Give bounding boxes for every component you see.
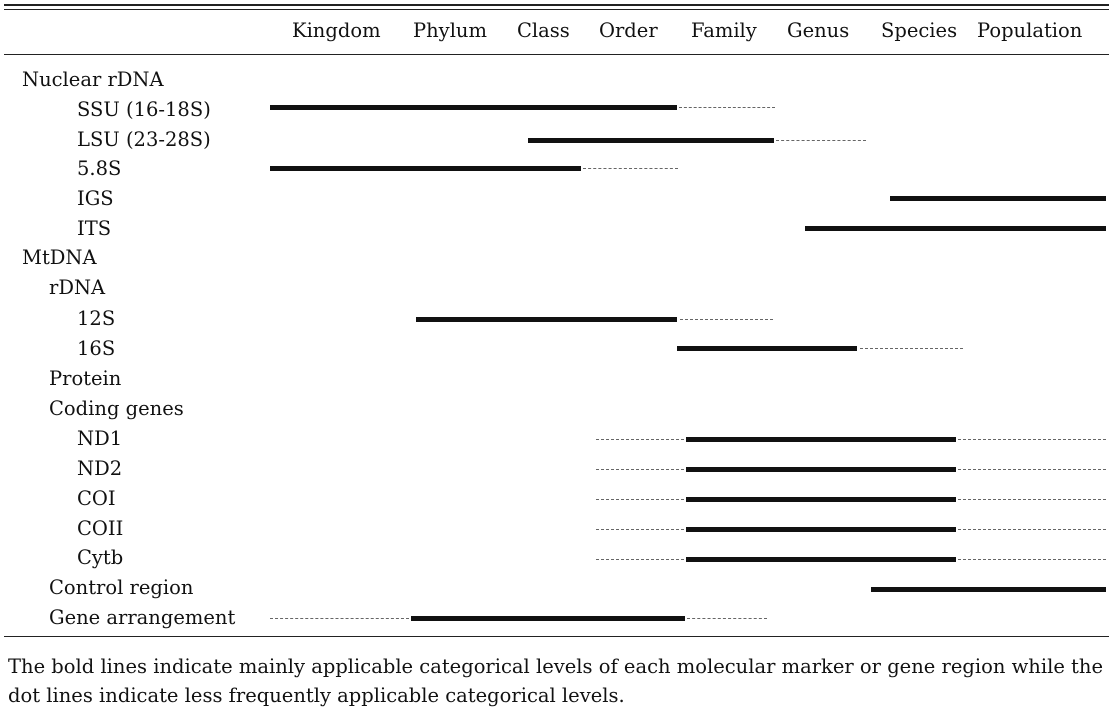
- nd1-minor-bar-left: [596, 439, 684, 440]
- igs-main-bar: [890, 196, 1106, 201]
- s58-main-bar: [270, 166, 581, 171]
- cytb-main-bar: [686, 557, 956, 562]
- row-rdna: rDNA: [49, 276, 106, 299]
- s16-main-bar: [677, 346, 857, 351]
- row-nd1: ND1: [77, 427, 123, 450]
- s58-minor-bar: [583, 168, 678, 169]
- row-16s: 16S: [77, 337, 116, 360]
- row-lsu: LSU (23-28S): [77, 128, 211, 151]
- coii-minor-bar-right: [958, 529, 1106, 530]
- s12-minor-bar: [680, 319, 773, 320]
- cytb-minor-bar-left: [596, 559, 684, 560]
- row-coi: COI: [77, 487, 116, 510]
- nd2-main-bar: [686, 467, 956, 472]
- s12-main-bar: [416, 317, 677, 322]
- row-12s: 12S: [77, 307, 116, 330]
- column-class: Class: [517, 19, 570, 42]
- footnote: The bold lines indicate mainly applicabl…: [8, 655, 1103, 707]
- row-5-8s: 5.8S: [77, 157, 122, 180]
- nd1-minor-bar-right: [958, 439, 1106, 440]
- coi-minor-bar-left: [596, 499, 684, 500]
- s16-minor-bar: [860, 348, 963, 349]
- cytb-minor-bar-right: [958, 559, 1106, 560]
- gene-arrangement-minor-bar-right: [687, 618, 767, 619]
- coi-main-bar: [686, 497, 956, 502]
- its-main-bar: [805, 226, 1106, 231]
- row-gene-arrangement: Gene arrangement: [49, 606, 236, 629]
- row-nd2: ND2: [77, 457, 123, 480]
- column-phylum: Phylum: [413, 19, 487, 42]
- row-ssu: SSU (16-18S): [77, 98, 211, 121]
- row-cytb: Cytb: [77, 546, 124, 569]
- top-double-rule-inner: [4, 9, 1109, 10]
- coii-main-bar: [686, 527, 956, 532]
- column-genus: Genus: [787, 19, 850, 42]
- gene-arrangement-minor-bar-left: [270, 618, 409, 619]
- ssu-minor-bar: [679, 107, 775, 108]
- nd2-minor-bar-right: [958, 469, 1106, 470]
- gene-arrangement-main-bar: [411, 616, 685, 621]
- top-double-rule-outer: [4, 4, 1109, 6]
- row-coding-genes: Coding genes: [49, 397, 184, 420]
- bottom-rule: [4, 636, 1109, 637]
- nd1-main-bar: [686, 437, 956, 442]
- header-rule: [4, 54, 1109, 55]
- lsu-minor-bar: [776, 140, 866, 141]
- coii-minor-bar-left: [596, 529, 684, 530]
- coi-minor-bar-right: [958, 499, 1106, 500]
- row-control-region: Control region: [49, 576, 194, 599]
- row-mtdna: MtDNA: [22, 246, 97, 269]
- row-coii: COII: [77, 517, 124, 540]
- column-kingdom: Kingdom: [292, 19, 381, 42]
- nd2-minor-bar-left: [596, 469, 684, 470]
- row-protein: Protein: [49, 367, 122, 390]
- ssu-main-bar: [270, 105, 677, 110]
- column-population: Population: [977, 19, 1083, 42]
- row-nuclear-rdna: Nuclear rDNA: [22, 68, 164, 91]
- column-order: Order: [599, 19, 658, 42]
- lsu-main-bar: [528, 138, 774, 143]
- row-igs: IGS: [77, 187, 114, 210]
- row-its: ITS: [77, 217, 112, 240]
- column-family: Family: [691, 19, 757, 42]
- column-species: Species: [881, 19, 958, 42]
- control-region-main-bar: [871, 587, 1106, 592]
